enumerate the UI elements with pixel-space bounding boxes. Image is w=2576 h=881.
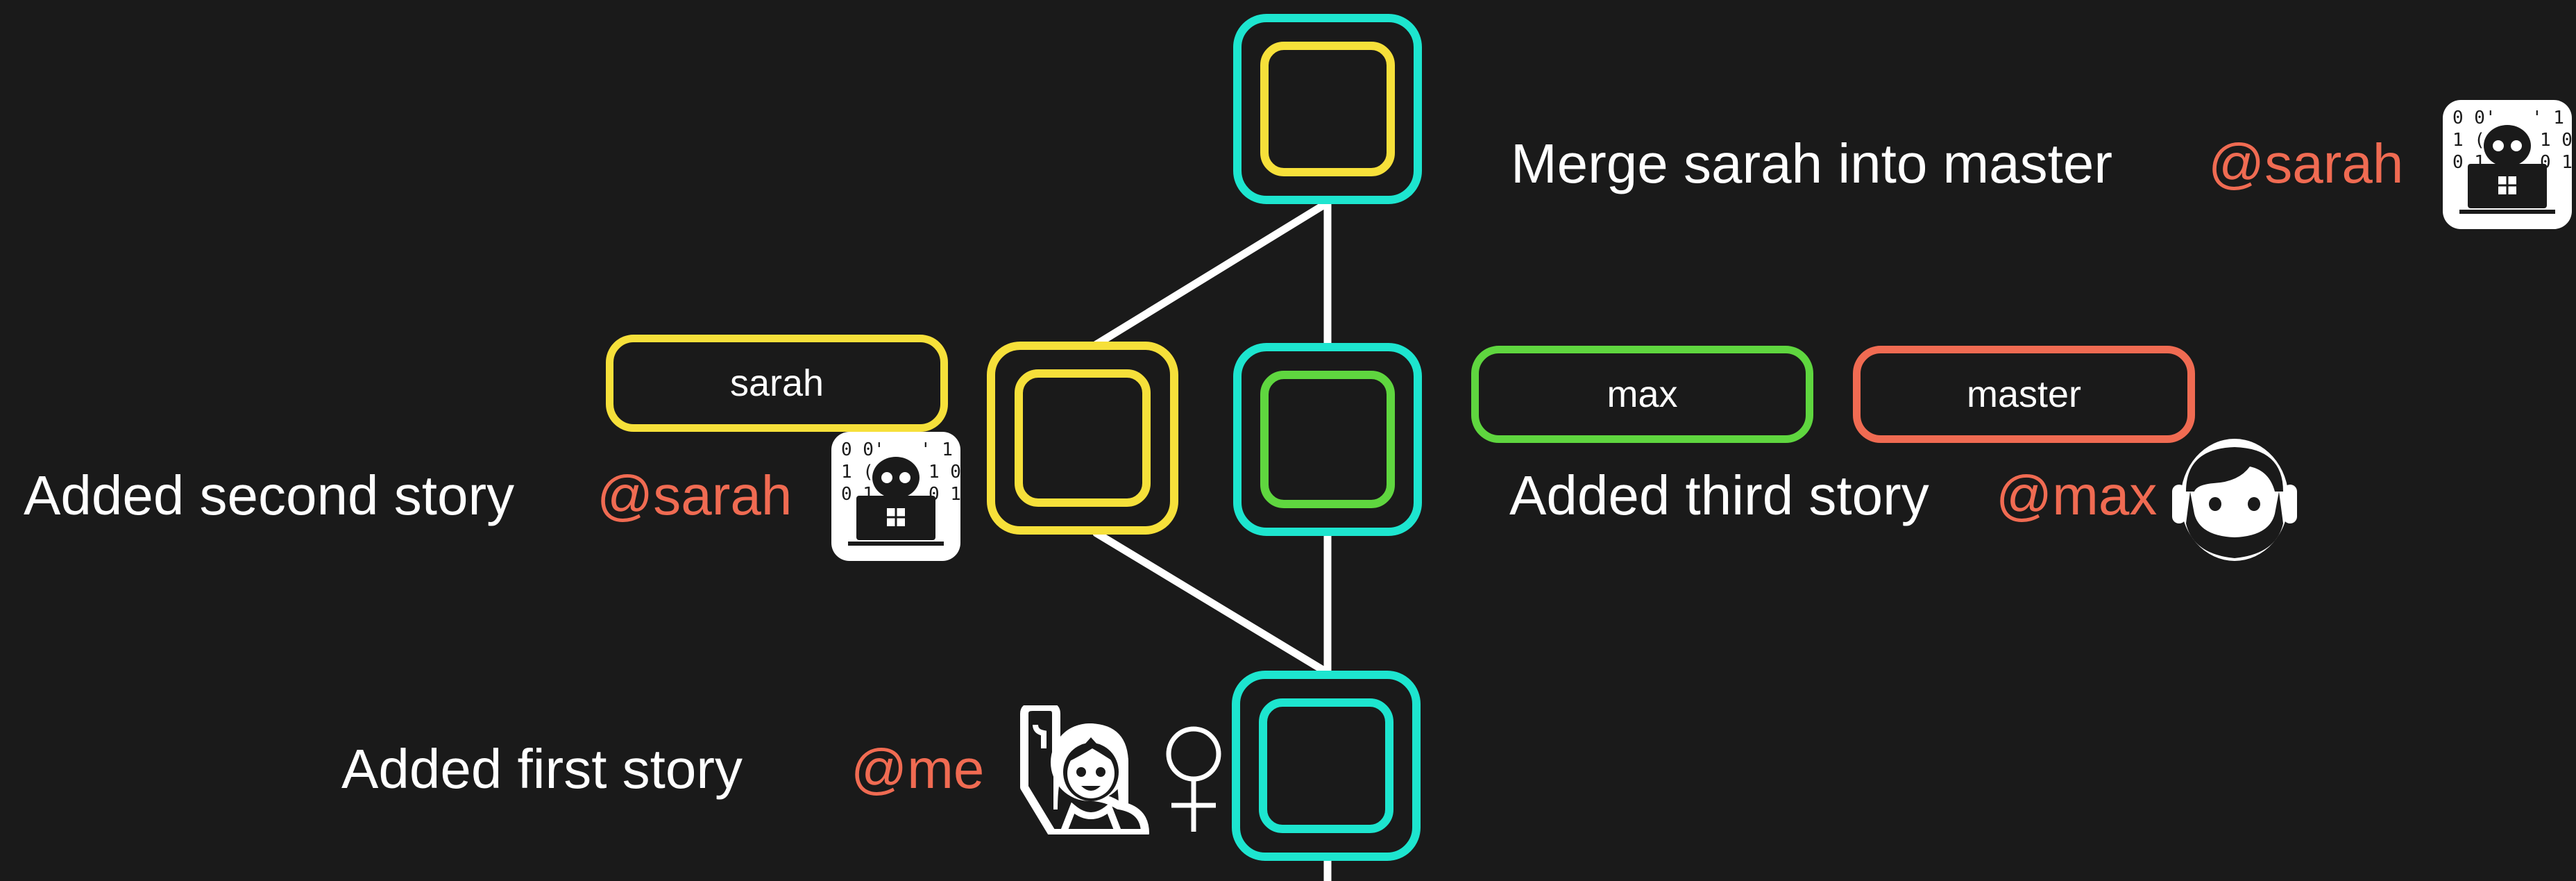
commit-author-merge[interactable]: @sarah bbox=[2208, 133, 2404, 194]
branch-label-max[interactable]: max bbox=[1471, 346, 1813, 443]
commit-author-third[interactable]: @max bbox=[1996, 464, 2158, 526]
branch-label-master-text: master bbox=[1966, 374, 2082, 415]
branch-label-sarah-text: sarah bbox=[729, 362, 824, 404]
branch-label-sarah[interactable]: sarah bbox=[606, 335, 948, 432]
svg-text:0 0': 0 0' bbox=[2452, 108, 2496, 128]
commit-author-first[interactable]: @me bbox=[851, 738, 985, 800]
commit-message-second: Added second story bbox=[24, 464, 515, 526]
graph-edges bbox=[1092, 199, 1332, 881]
bearded-man-icon bbox=[2172, 439, 2297, 561]
commit-node-merge[interactable] bbox=[1233, 14, 1422, 204]
edge-merge-to-second bbox=[1092, 199, 1332, 349]
edge-second-to-first bbox=[1092, 529, 1328, 675]
female-sign-icon bbox=[1166, 726, 1221, 832]
branch-label-max-text: max bbox=[1607, 374, 1678, 415]
commit-message-first: Added first story bbox=[341, 738, 743, 800]
commit-author-second[interactable]: @sarah bbox=[597, 464, 793, 526]
branch-label-master[interactable]: master bbox=[1853, 346, 2195, 443]
woman-raising-hand-icon bbox=[1020, 705, 1149, 834]
commit-node-second[interactable] bbox=[987, 342, 1178, 535]
svg-text:1 (: 1 ( bbox=[841, 462, 874, 483]
svg-text:1 (: 1 ( bbox=[2452, 130, 2485, 151]
svg-text:0 0': 0 0' bbox=[841, 439, 885, 460]
svg-text:' 1 0: ' 1 0 bbox=[2532, 108, 2572, 128]
commit-node-third[interactable] bbox=[1233, 343, 1422, 536]
coder-laptop-icon: 0 0' ' 1 0 1 ( 1 0 0 1 0 1 bbox=[2443, 100, 2572, 229]
svg-text:' 1 0: ' 1 0 bbox=[920, 439, 960, 460]
commit-message-third: Added third story bbox=[1509, 464, 1929, 526]
coder-laptop-icon: 0 0' ' 1 0 1 ( 1 0 0 1 0 1 bbox=[831, 432, 960, 561]
commit-node-first[interactable] bbox=[1232, 671, 1421, 861]
svg-text:1 0: 1 0 bbox=[2540, 130, 2572, 151]
svg-text:1 0: 1 0 bbox=[929, 462, 960, 483]
commit-message-merge: Merge sarah into master bbox=[1511, 133, 2113, 194]
